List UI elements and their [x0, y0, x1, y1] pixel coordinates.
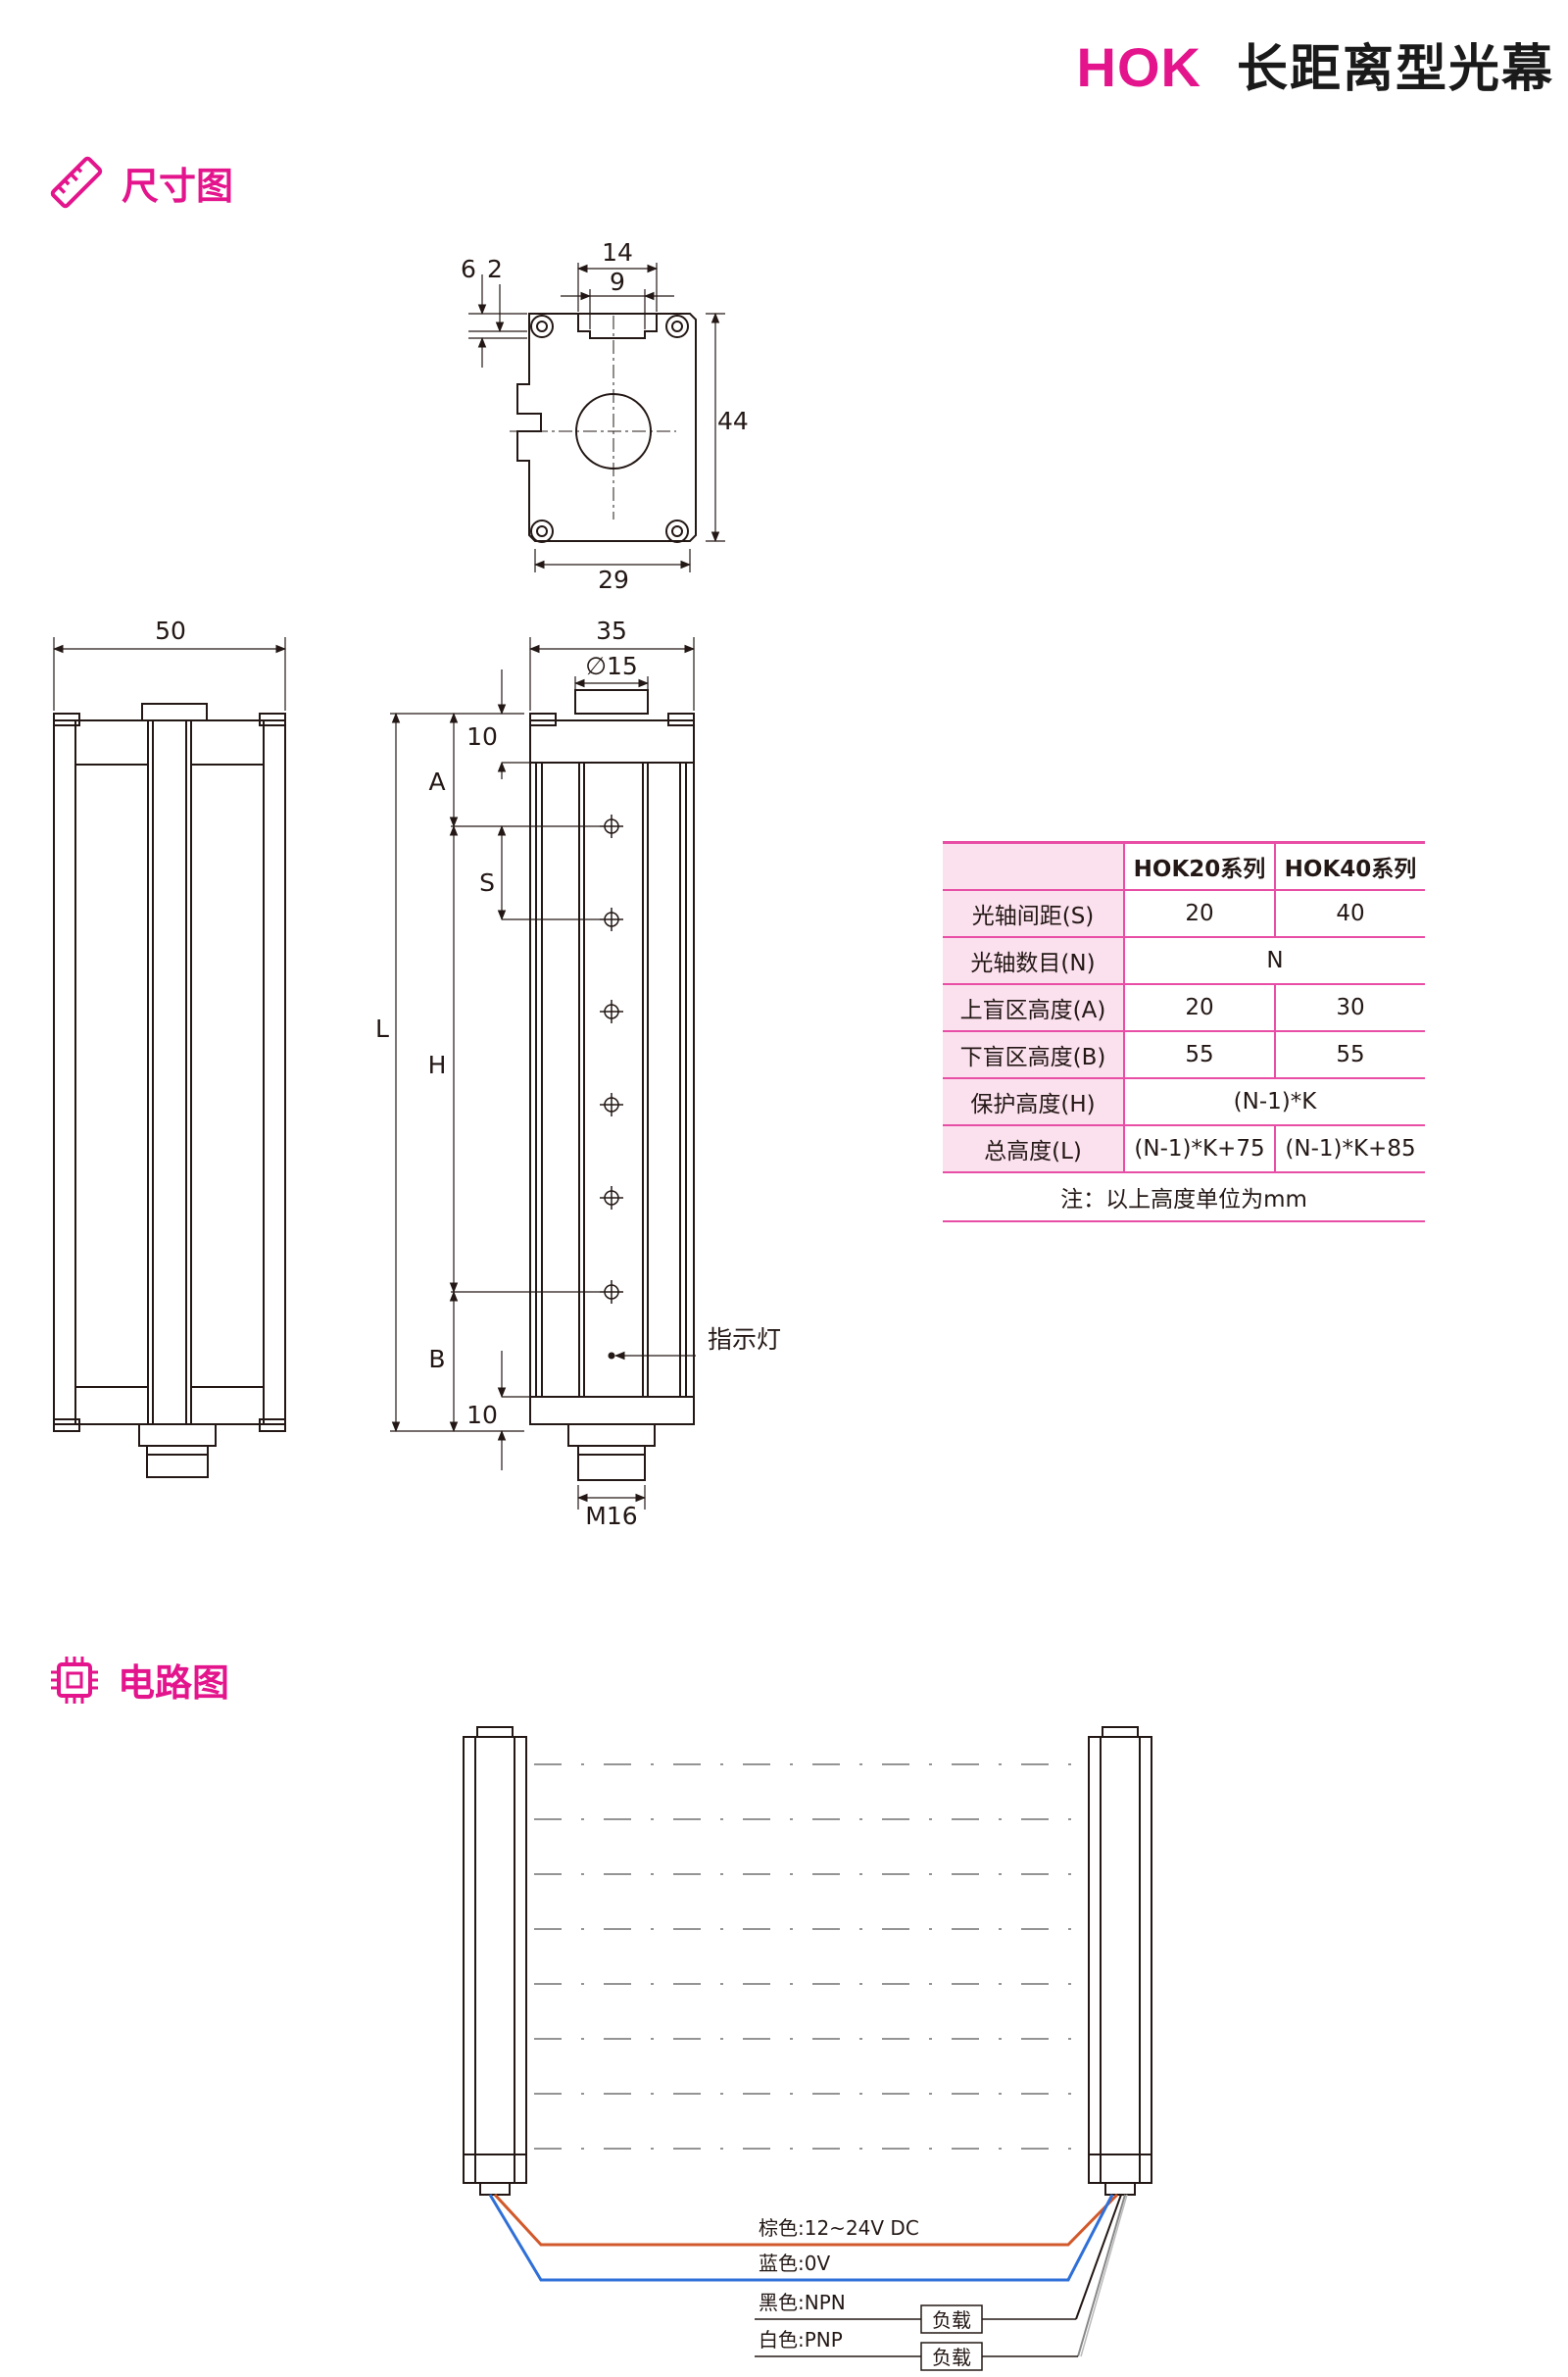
section-circuit: 电路图	[49, 1653, 229, 1707]
load-label-pnp: 负载	[932, 2346, 971, 2369]
light-beams	[534, 1763, 1083, 2150]
dim-left-b: 2	[487, 255, 503, 283]
black-wire	[1075, 2194, 1122, 2320]
row-label: 总高度(L)	[943, 1125, 1125, 1172]
table-note-row: 注：以上高度单位为mm	[943, 1172, 1425, 1221]
side-width: 35	[596, 617, 627, 645]
circuit-diagram	[463, 1726, 1152, 2371]
side-label-B: B	[428, 1345, 445, 1373]
cell-hok40: 40	[1336, 901, 1365, 926]
cell-hok40: (N-1)*K+85	[1285, 1136, 1416, 1162]
wire-black-label: 黑色:NPN	[759, 2291, 846, 2314]
wire-brown-label: 棕色:12~24V DC	[759, 2216, 919, 2240]
dim-bottom: 29	[598, 566, 629, 594]
side-label-A: A	[428, 768, 445, 796]
side-label-L: L	[375, 1015, 389, 1043]
row-label: 保护高度(H)	[943, 1078, 1125, 1125]
cell-merged: (N-1)*K	[1233, 1089, 1317, 1114]
white-wire	[1077, 2194, 1126, 2357]
table-row: 光轴间距(S) 20 40	[943, 890, 1425, 937]
section-dimensions: 尺寸图	[49, 155, 233, 210]
wire-blue-label: 蓝色:0V	[759, 2252, 830, 2275]
table-row: 总高度(L) (N-1)*K+75 (N-1)*K+85	[943, 1125, 1425, 1172]
table-row: 下盲区高度(B) 55 55	[943, 1031, 1425, 1078]
cell-merged: N	[1266, 948, 1284, 973]
side-label-S: S	[479, 868, 495, 897]
dim-left-a: 6	[461, 255, 476, 283]
table-row: 保护高度(H) (N-1)*K	[943, 1078, 1425, 1125]
connector-label: M16	[585, 1502, 637, 1530]
row-label: 光轴数目(N)	[943, 937, 1125, 984]
front-view-drawing	[52, 637, 287, 1478]
cell-hok40: 30	[1336, 995, 1365, 1020]
side-bottom-offset: 10	[466, 1401, 498, 1429]
table-header-hok20: HOK20系列	[1124, 842, 1276, 890]
table-header-blank	[943, 842, 1125, 890]
table-note: 注：以上高度单位为mm	[1060, 1187, 1307, 1213]
table-header-row: HOK20系列 HOK40系列	[943, 842, 1425, 890]
brown-wire	[493, 2193, 1119, 2247]
product-title: 长距离型光幕	[1236, 41, 1554, 98]
dim-height: 44	[717, 407, 749, 435]
side-diameter: ∅15	[585, 652, 638, 680]
table-header-hok40: HOK40系列	[1284, 857, 1417, 882]
top-view-drawing	[468, 263, 725, 572]
cell-hok20: (N-1)*K+75	[1124, 1125, 1276, 1172]
side-label-H: H	[428, 1051, 447, 1079]
front-width: 50	[155, 617, 186, 645]
section-dimensions-title: 尺寸图	[122, 166, 234, 208]
blue-wire	[488, 2194, 1114, 2282]
brand-name: HOK	[1076, 36, 1201, 98]
cell-hok20: 20	[1124, 890, 1276, 937]
row-label: 光轴间距(S)	[943, 890, 1125, 937]
spec-table: HOK20系列 HOK40系列 光轴间距(S) 20 40 光轴数目(N) N …	[943, 841, 1425, 1222]
indicator-label: 指示灯	[708, 1325, 781, 1354]
dim-top-outer: 14	[602, 238, 633, 267]
cell-hok40: 55	[1336, 1042, 1365, 1067]
table-row: 光轴数目(N) N	[943, 937, 1425, 984]
row-label: 下盲区高度(B)	[943, 1031, 1125, 1078]
wire-white-label: 白色:PNP	[759, 2328, 843, 2352]
page-header: HOK 长距离型光幕	[1077, 27, 1554, 101]
chip-icon	[51, 1656, 98, 1704]
side-top-offset: 10	[466, 722, 498, 751]
section-circuit-title: 电路图	[118, 1663, 230, 1705]
cell-hok20: 55	[1124, 1031, 1276, 1078]
dim-top-inner: 9	[610, 268, 625, 296]
cell-hok20: 20	[1124, 984, 1276, 1031]
side-view-drawing	[390, 637, 696, 1510]
ruler-icon	[50, 156, 103, 209]
table-row: 上盲区高度(A) 20 30	[943, 984, 1425, 1031]
load-label-npn: 负载	[932, 2308, 971, 2332]
row-label: 上盲区高度(A)	[943, 984, 1125, 1031]
